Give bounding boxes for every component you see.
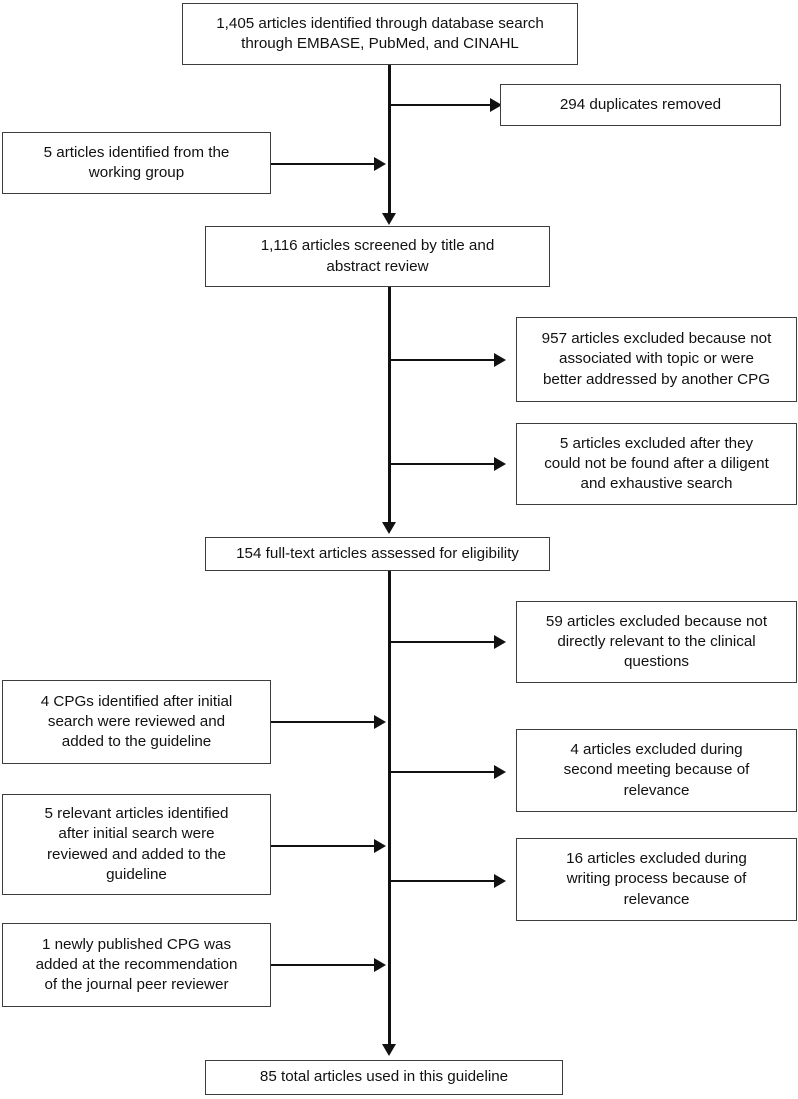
connector-working-group-to-spine — [271, 163, 383, 166]
total-articles-box: 85 total articles used in this guideline — [205, 1060, 563, 1095]
arrowhead-right-to-duplicates — [490, 98, 502, 112]
connector-peer-reviewer-to-spine — [271, 964, 383, 967]
connector-relevant-added-to-spine — [271, 845, 383, 848]
connector-to-excluded-topic — [389, 359, 502, 362]
excluded-not-found-label: 5 articles excluded after they could not… — [544, 434, 769, 493]
connector-screened-to-fulltext — [388, 287, 391, 524]
connector-to-excluded-writing — [389, 880, 502, 883]
total-articles-label: 85 total articles used in this guideline — [259, 1068, 509, 1086]
records-identified-label: 1,405 articles identified through databa… — [216, 14, 544, 52]
connector-identified-to-screened — [388, 65, 391, 215]
connector-to-excluded-second-meeting — [389, 771, 502, 774]
arrowhead-right-working-group — [374, 157, 386, 171]
excluded-writing-process-label: 16 articles excluded during writing proc… — [566, 850, 747, 908]
arrowhead-right-excluded-writing — [494, 874, 506, 888]
excluded-not-associated-box: 957 articles excluded because not associ… — [516, 317, 797, 402]
fulltext-assessed-box: 154 full-text articles assessed for elig… — [205, 537, 550, 571]
connector-fulltext-to-total — [388, 571, 391, 1048]
fulltext-assessed-label: 154 full-text articles assessed for elig… — [236, 544, 519, 562]
connector-cpgs-to-spine — [271, 721, 383, 724]
arrowhead-right-excluded-second-meeting — [494, 765, 506, 779]
cpgs-identified-box: 4 CPGs identified after initial search w… — [2, 680, 271, 764]
arrowhead-down-to-screened — [382, 213, 396, 225]
arrowhead-right-excluded-relevant — [494, 635, 506, 649]
arrowhead-down-to-fulltext — [382, 522, 396, 534]
articles-screened-label: 1,116 articles screened by title and abs… — [260, 237, 495, 275]
working-group-articles-box: 5 articles identified from the working g… — [2, 132, 271, 194]
connector-to-duplicates — [389, 104, 499, 107]
cpgs-identified-label: 4 CPGs identified after initial search w… — [40, 692, 233, 751]
excluded-not-found-box: 5 articles excluded after they could not… — [516, 423, 797, 505]
arrowhead-right-excluded-notfound — [494, 457, 506, 471]
peer-reviewer-cpg-box: 1 newly published CPG was added at the r… — [2, 923, 271, 1007]
duplicates-removed-box: 294 duplicates removed — [500, 84, 781, 126]
arrowhead-right-relevant-added — [374, 839, 386, 853]
arrowhead-right-cpgs — [374, 715, 386, 729]
connector-to-excluded-notfound — [389, 463, 502, 466]
duplicates-removed-label: 294 duplicates removed — [559, 95, 722, 113]
excluded-second-meeting-label: 4 articles excluded during second meetin… — [563, 741, 750, 799]
articles-screened-box: 1,116 articles screened by title and abs… — [205, 226, 550, 287]
arrowhead-down-to-total — [382, 1044, 396, 1056]
relevant-articles-added-label: 5 relevant articles identified after ini… — [44, 805, 229, 883]
excluded-not-associated-label: 957 articles excluded because not associ… — [541, 330, 772, 388]
records-identified-box: 1,405 articles identified through databa… — [182, 3, 578, 65]
working-group-articles-label: 5 articles identified from the working g… — [43, 143, 230, 181]
relevant-articles-added-box: 5 relevant articles identified after ini… — [2, 794, 271, 895]
arrowhead-right-excluded-topic — [494, 353, 506, 367]
excluded-not-relevant-box: 59 articles excluded because not directl… — [516, 601, 797, 683]
excluded-writing-process-box: 16 articles excluded during writing proc… — [516, 838, 797, 921]
connector-to-excluded-relevant — [389, 641, 502, 644]
excluded-not-relevant-label: 59 articles excluded because not directl… — [545, 612, 768, 671]
excluded-second-meeting-box: 4 articles excluded during second meetin… — [516, 729, 797, 812]
arrowhead-right-peer-reviewer — [374, 958, 386, 972]
peer-reviewer-cpg-label: 1 newly published CPG was added at the r… — [35, 935, 238, 994]
